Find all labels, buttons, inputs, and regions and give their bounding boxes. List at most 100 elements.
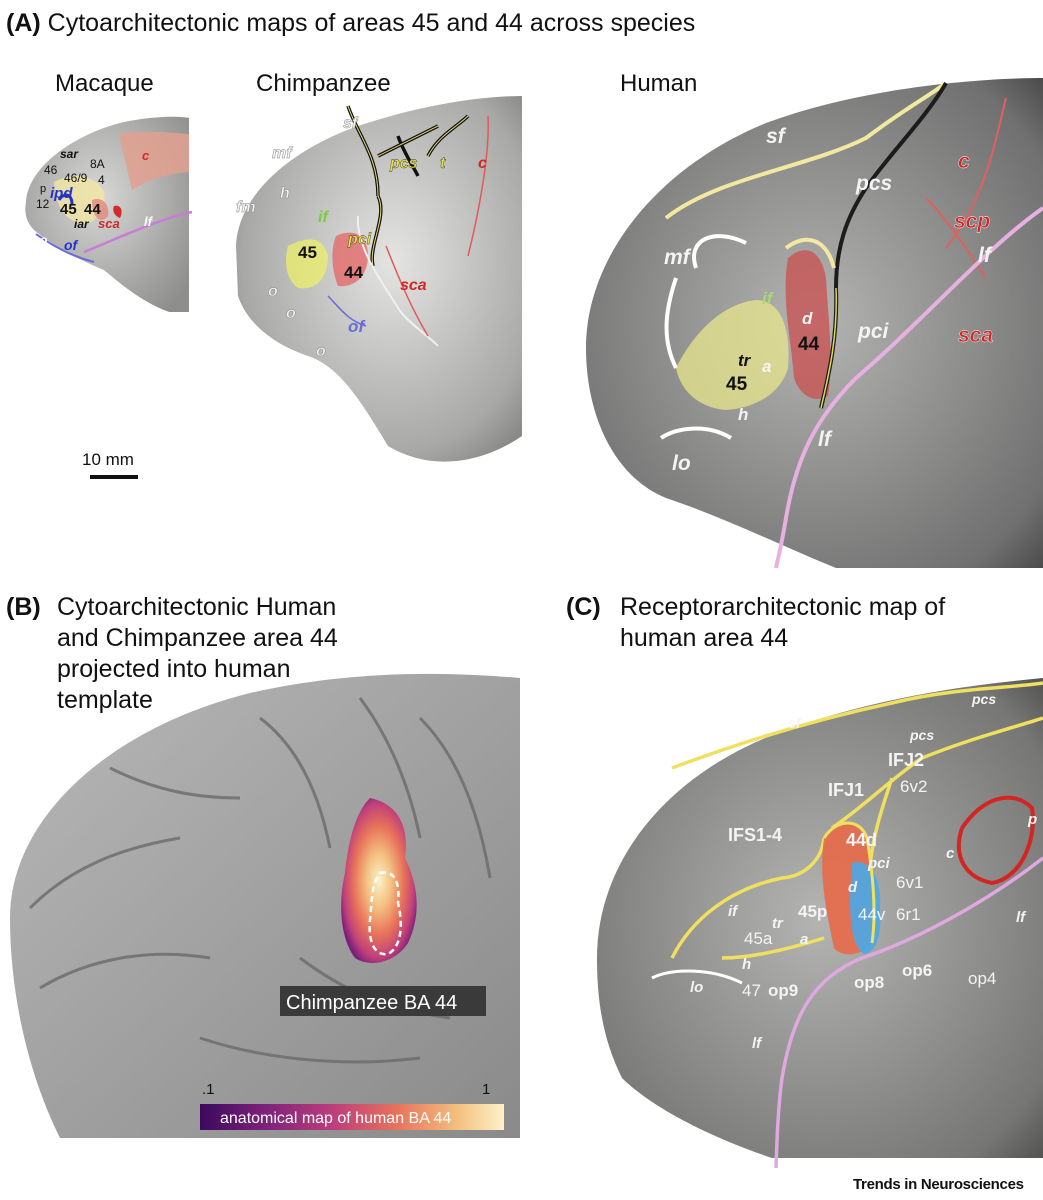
c-label: c [946,845,955,862]
c-label: pci [867,855,891,872]
c-label: p [1027,811,1037,828]
journal-footer: Trends in Neurosciences [853,1176,1024,1193]
panel-b-title-line: projected into human [57,655,291,683]
human-a-label: mf [664,246,692,269]
c-label: op6 [902,961,932,980]
panel-c-title-line: Receptorarchitectonic map of [620,593,946,621]
panel-c-title-line: human area 44 [620,624,789,652]
c-label: tr [772,915,784,932]
macaque-label: of [64,237,79,253]
human-a-label: scp [954,210,990,233]
c-label: if [728,903,739,920]
chimpanzee-brain: sf mf fm h if 45 pci 44 pcs t c o o of s… [236,96,522,462]
macaque-label: 4 [98,173,105,187]
species-human: Human [620,70,698,97]
human-a-label: h [738,405,748,424]
c-label: 45a [744,929,773,948]
chimp-label: 45 [298,243,317,262]
human-a-label: pcs [855,172,892,195]
chimp-label: h [280,185,290,202]
panel-b-title-line: and Chimpanzee area 44 [57,624,338,652]
c-label: pcs [971,691,996,707]
chimp-label: pcs [389,155,418,172]
c-label: IFJ1 [828,780,864,800]
chimp-label: pci [347,231,372,248]
macaque-label: 45 [60,201,77,218]
macaque-label: o [40,233,47,247]
macaque-label: ipd [50,185,73,202]
chimp-label: o [286,305,296,322]
species-macaque: Macaque [55,70,154,97]
chimp-label: c [478,155,487,172]
panel-b-title-line: Cytoarchitectonic Human [57,593,337,621]
colorbar: .1 1 anatomical map of human BA 44 [200,1081,504,1130]
macaque-label: lf [144,214,154,229]
human-a-label: lf [818,428,833,451]
chimp-label: fm [236,199,256,216]
c-label: 6r1 [896,905,921,924]
macaque-brain: sar 46 46/9 8A 4 p 12 ipd 45 44 iar sca … [25,116,192,312]
chimpanzee-ba44-callout: Chimpanzee BA 44 [286,992,457,1014]
human-a-label: 45 [726,374,748,395]
c-label: op9 [768,981,798,1000]
c-label: lf [1016,909,1027,926]
panel-c-letter: (C) [566,593,601,621]
chimp-label: sf [343,115,359,132]
macaque-label: c [142,148,150,163]
macaque-label: sar [60,147,79,161]
c-label: op4 [968,969,996,988]
panel-a-title: (A) Cytoarchitectonic maps of areas 45 a… [6,8,695,39]
macaque-label: 8A [90,157,105,171]
macaque-label: p [40,183,46,195]
chimp-label: sca [400,277,427,294]
human-a-label: lf [978,244,993,267]
c-label: 45p [798,902,827,921]
human-a-label: pci [857,320,890,343]
human-a-label: a [762,357,771,376]
c-label: 47 [742,981,761,1000]
human-brain-a: sf pcs c scp lf mf pci if d 44 tr a 45 h… [586,78,1043,568]
c-label: 44v [858,905,886,924]
macaque-label: 12 [36,197,50,211]
c-label: h [742,956,751,973]
c-label: sf [788,715,802,731]
panel-a-letter: (A) [6,9,41,37]
human-a-label: 44 [798,334,820,355]
c-label: 6v1 [896,873,923,892]
chimp-label: o [316,343,326,360]
c-label: lf [752,1035,763,1052]
c-label: 6v2 [900,777,927,796]
human-a-label: sca [958,324,993,347]
c-label: pcs [909,727,934,743]
c-label: lo [690,979,703,996]
human-a-label: c [958,150,970,173]
human-template-brain: Chimpanzee BA 44 [10,673,520,1138]
c-label: d [848,879,858,896]
human-a-label: lo [672,452,691,475]
macaque-label: 46/9 [64,171,88,185]
human-a-label: sf [766,125,787,148]
human-a-label: d [802,309,813,328]
panel-b-letter: (B) [6,593,41,621]
human-a-label: if [762,289,775,308]
panel-b-title-line: template [57,686,153,714]
chimp-label: of [348,317,366,336]
c-label: a [800,931,808,948]
macaque-label: iar [74,217,90,231]
c-label: 44d [846,830,877,850]
chimp-label: o [268,283,278,300]
chimp-label: mf [272,145,293,162]
colorbar-max: 1 [482,1081,490,1098]
chimp-label: 44 [344,263,363,282]
macaque-label: 44 [84,201,101,218]
human-brain-c: pcs sf pcs IFJ1 IFJ2 6v2 IFS1-4 44d pci … [597,678,1043,1168]
c-label: IFS1-4 [728,825,782,845]
chimp-label: t [440,155,446,172]
species-chimpanzee: Chimpanzee [256,70,391,97]
human-a-label: tr [738,351,752,370]
colorbar-min: .1 [202,1081,215,1098]
macaque-label: 46 [44,163,58,177]
scale-bar [90,475,138,479]
c-label: IFJ2 [888,750,924,770]
c-label: op8 [854,973,884,992]
